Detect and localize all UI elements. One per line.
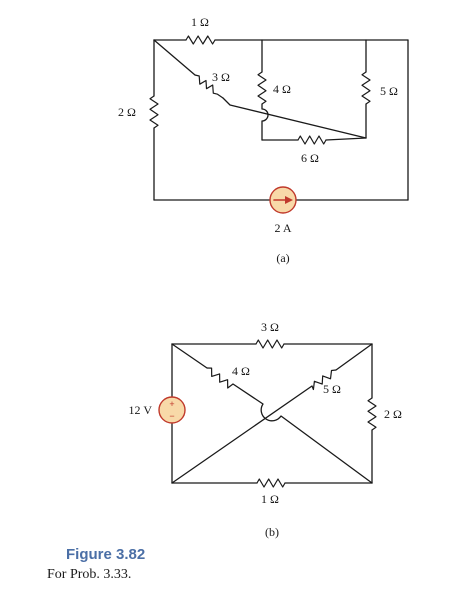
resistor-b-4ohm xyxy=(206,367,234,389)
resistor-a-1ohm xyxy=(185,35,216,45)
label-a-2ohm: 2 Ω xyxy=(118,105,136,119)
resistor-a-3ohm xyxy=(194,74,224,99)
wire-a-mid-vertical xyxy=(261,39,269,141)
wire-a-6ohm xyxy=(261,137,367,141)
label-b-3ohm: 3 Ω xyxy=(261,320,279,334)
part-label-b: (b) xyxy=(265,525,279,539)
polarity-plus-icon: + xyxy=(169,399,174,409)
resistor-b-5ohm xyxy=(311,369,337,391)
label-a-3ohm: 3 Ω xyxy=(212,70,230,84)
wire-b-diagonal-down xyxy=(171,343,373,484)
label-a-5ohm: 5 Ω xyxy=(380,84,398,98)
arrow-right-icon xyxy=(285,196,293,204)
label-b-2ohm: 2 Ω xyxy=(384,407,402,421)
wire-b-diagonal-up xyxy=(171,343,373,484)
wire-a-diagonal xyxy=(153,39,367,139)
resistor-b-2ohm xyxy=(367,397,377,431)
circuit-a: 1 Ω 2 Ω 3 Ω 4 Ω 5 Ω 6 Ω 2 A (a) xyxy=(118,15,409,265)
resistor-a-5ohm xyxy=(361,71,371,105)
label-a-source: 2 A xyxy=(274,221,291,235)
label-a-6ohm: 6 Ω xyxy=(301,151,319,165)
circuit-b: + − 3 Ω 4 Ω 5 Ω 2 Ω 1 Ω 12 V (b) xyxy=(129,320,402,539)
label-b-1ohm: 1 Ω xyxy=(261,492,279,506)
resistor-b-3ohm xyxy=(255,339,285,349)
label-b-4ohm: 4 Ω xyxy=(232,364,250,378)
figure-caption: For Prob. 3.33. xyxy=(47,567,132,582)
polarity-minus-icon: − xyxy=(169,411,174,421)
label-b-source: 12 V xyxy=(129,403,153,417)
resistor-a-4ohm xyxy=(257,71,267,105)
figure-title: Figure 3.82 xyxy=(66,546,146,563)
voltage-source-b xyxy=(158,396,186,424)
part-label-a: (a) xyxy=(276,251,289,265)
resistor-b-1ohm xyxy=(256,478,286,488)
resistor-a-6ohm xyxy=(297,135,327,145)
label-a-4ohm: 4 Ω xyxy=(273,82,291,96)
resistor-a-2ohm xyxy=(149,95,159,129)
label-b-5ohm: 5 Ω xyxy=(323,382,341,396)
label-a-1ohm: 1 Ω xyxy=(191,15,209,29)
